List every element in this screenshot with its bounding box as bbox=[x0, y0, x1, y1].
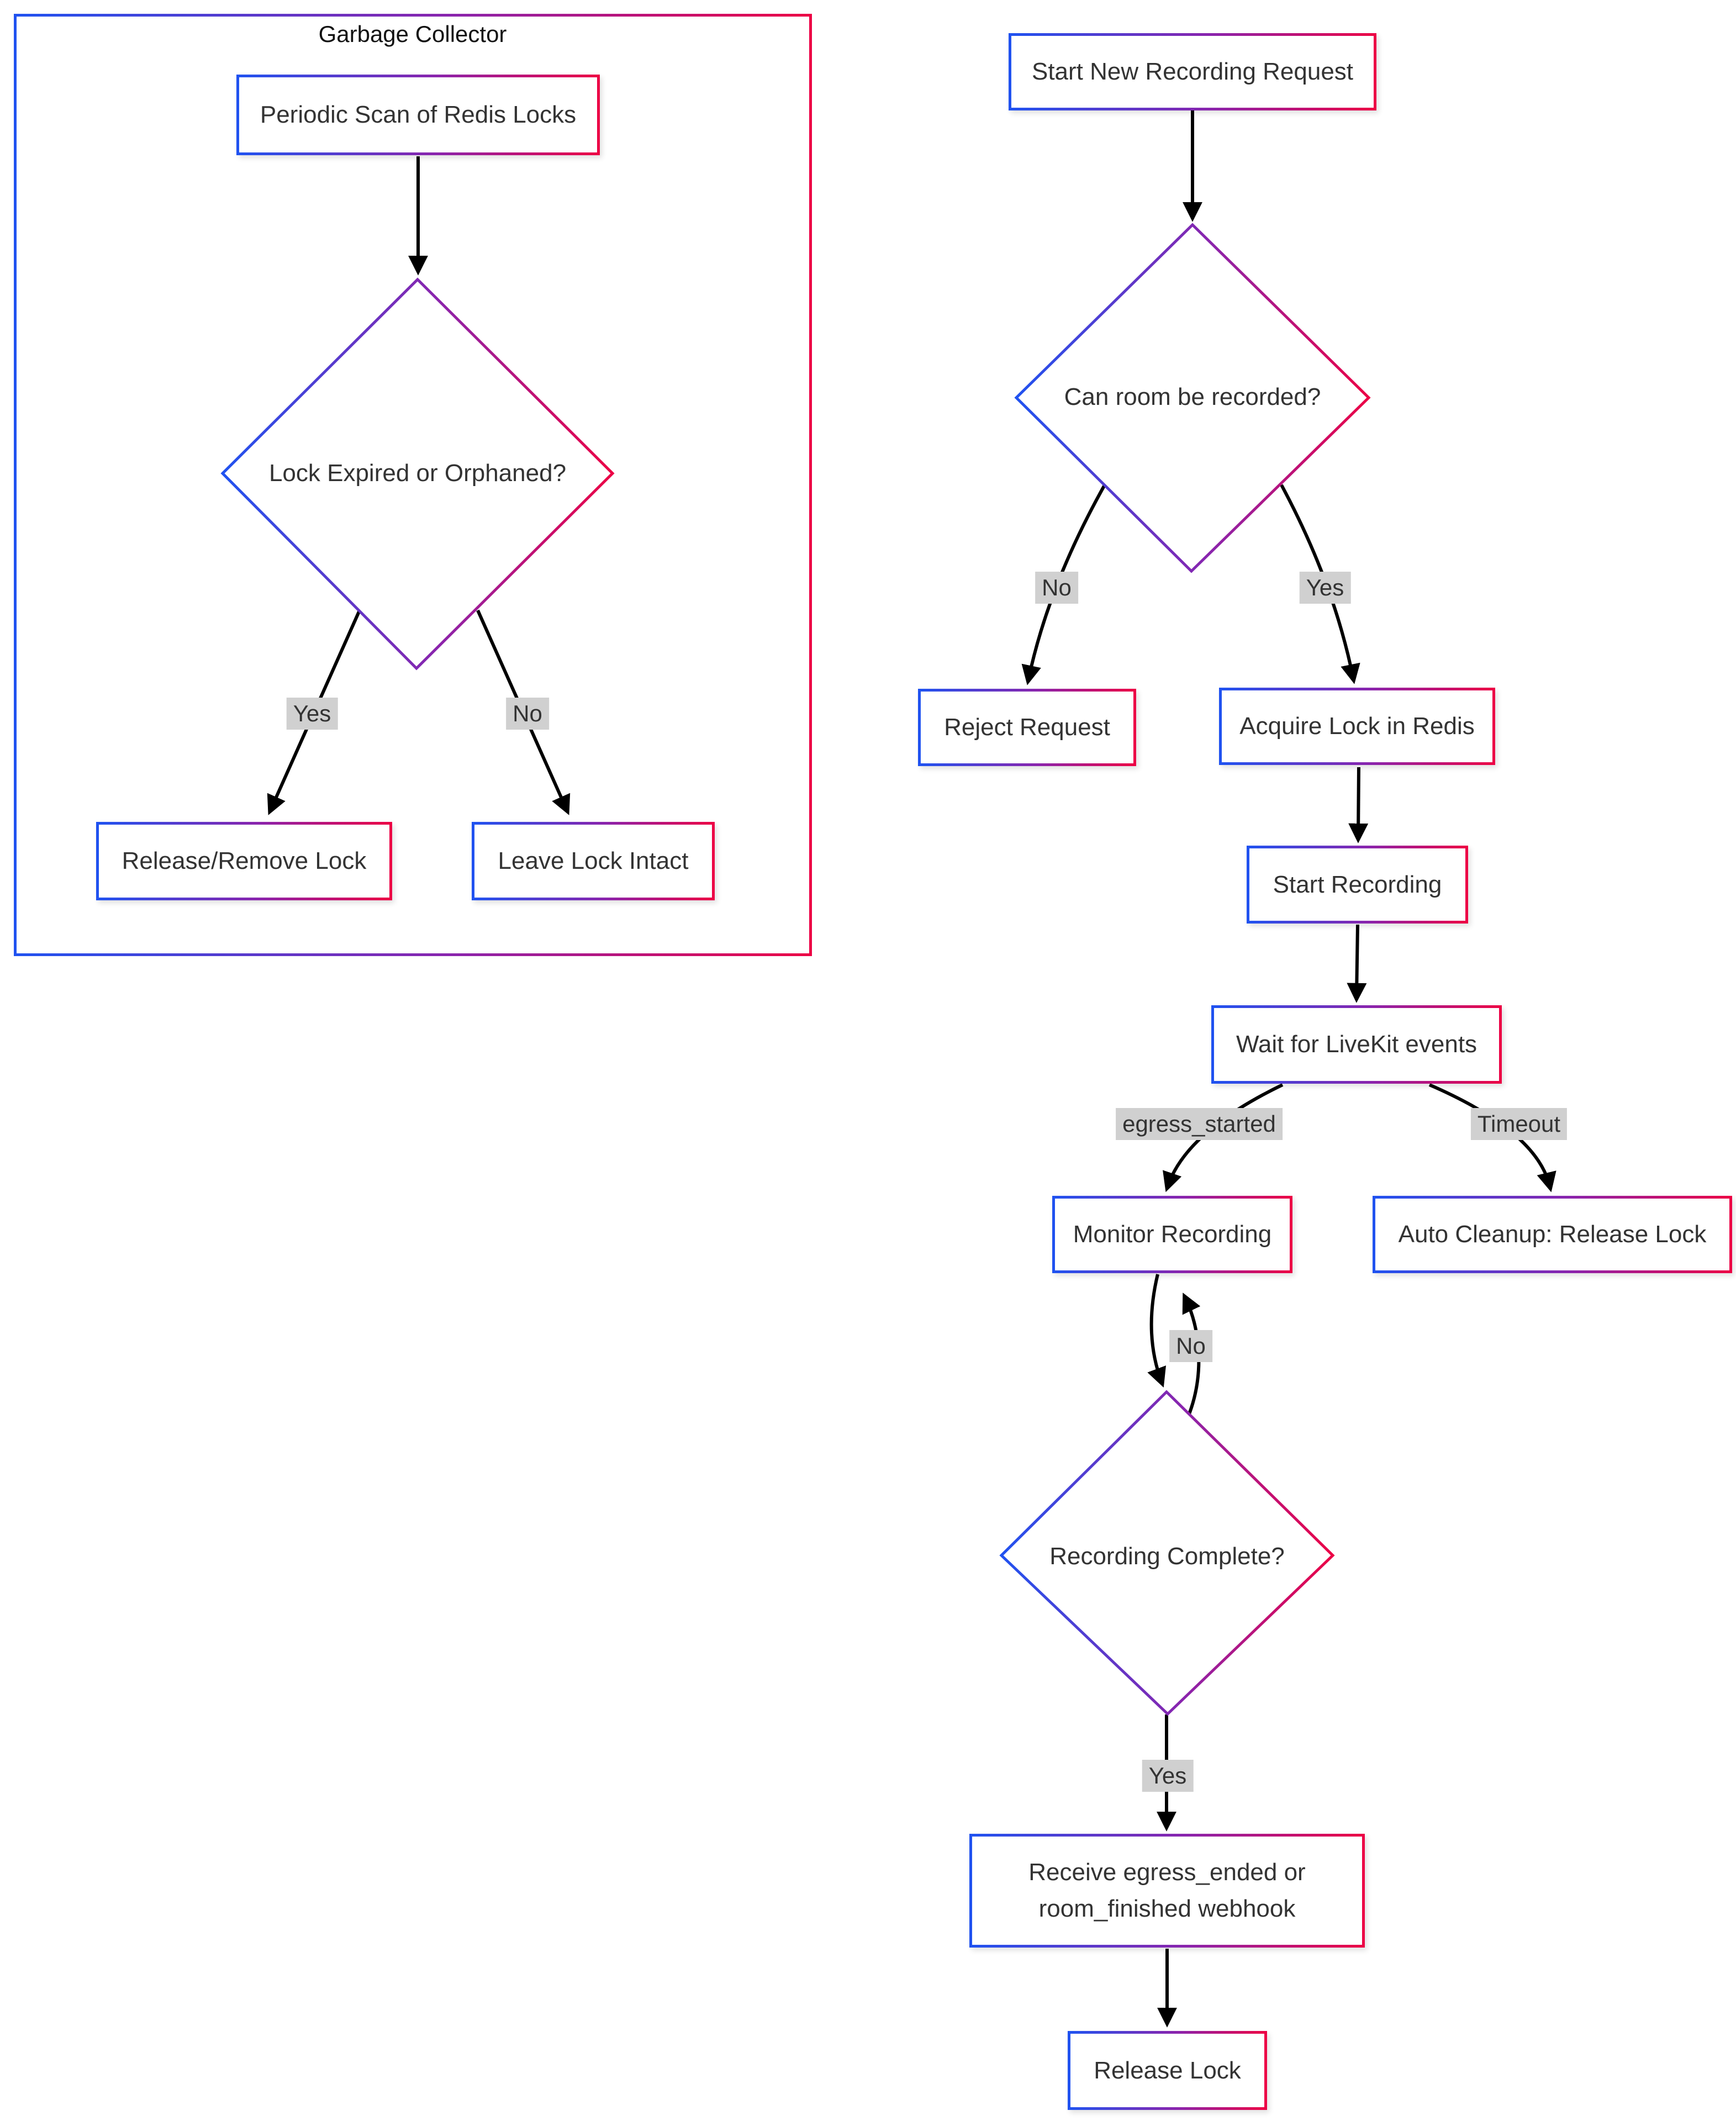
subgraph-garbage-collector bbox=[14, 14, 812, 956]
edge-label-gc-yes: Yes bbox=[286, 698, 338, 730]
node-periodic-scan: Periodic Scan of Redis Locks bbox=[236, 75, 600, 155]
node-start-new-recording-request: Start New Recording Request bbox=[1009, 33, 1376, 110]
edge-label-egress-started: egress_started bbox=[1116, 1108, 1283, 1140]
diamond-can-record bbox=[1014, 223, 1371, 573]
node-monitor-recording: Monitor Recording bbox=[1052, 1196, 1292, 1273]
diamond-label-recording-complete: Recording Complete? bbox=[1049, 1543, 1285, 1570]
edge-monitor-to-complete bbox=[1147, 1274, 1167, 1388]
edge-startrecording-to-wait bbox=[1347, 924, 1367, 1003]
diamond-label-lock-expired: Lock Expired or Orphaned? bbox=[268, 460, 567, 487]
node-receive-webhook: Receive egress_ended or room_finished we… bbox=[969, 1834, 1365, 1948]
node-start-recording: Start Recording bbox=[1247, 846, 1468, 924]
diamond-recording-complete bbox=[999, 1390, 1335, 1716]
diamond-label-can-record: Can room be recorded? bbox=[1064, 383, 1321, 410]
edge-label-complete-yes: Yes bbox=[1142, 1760, 1194, 1792]
edge-label-rec-no: No bbox=[1035, 572, 1078, 604]
node-leave-lock-intact: Leave Lock Intact bbox=[472, 822, 715, 900]
node-reject-request: Reject Request bbox=[918, 689, 1136, 766]
node-release-lock: Release Lock bbox=[1068, 2031, 1267, 2110]
subgraph-title: Garbage Collector bbox=[318, 21, 507, 47]
node-acquire-lock-in-redis: Acquire Lock in Redis bbox=[1219, 688, 1495, 765]
node-wait-for-livekit-events: Wait for LiveKit events bbox=[1211, 1005, 1502, 1084]
edge-label-timeout: Timeout bbox=[1470, 1108, 1568, 1140]
edge-label-gc-no: No bbox=[506, 698, 549, 730]
node-auto-cleanup-release-lock: Auto Cleanup: Release Lock bbox=[1373, 1196, 1732, 1273]
node-release-remove-lock: Release/Remove Lock bbox=[96, 822, 392, 900]
edge-label-rec-yes: Yes bbox=[1299, 572, 1351, 604]
edge-acquire-to-startrecording bbox=[1348, 767, 1369, 843]
edge-label-loop-no: No bbox=[1169, 1330, 1212, 1362]
